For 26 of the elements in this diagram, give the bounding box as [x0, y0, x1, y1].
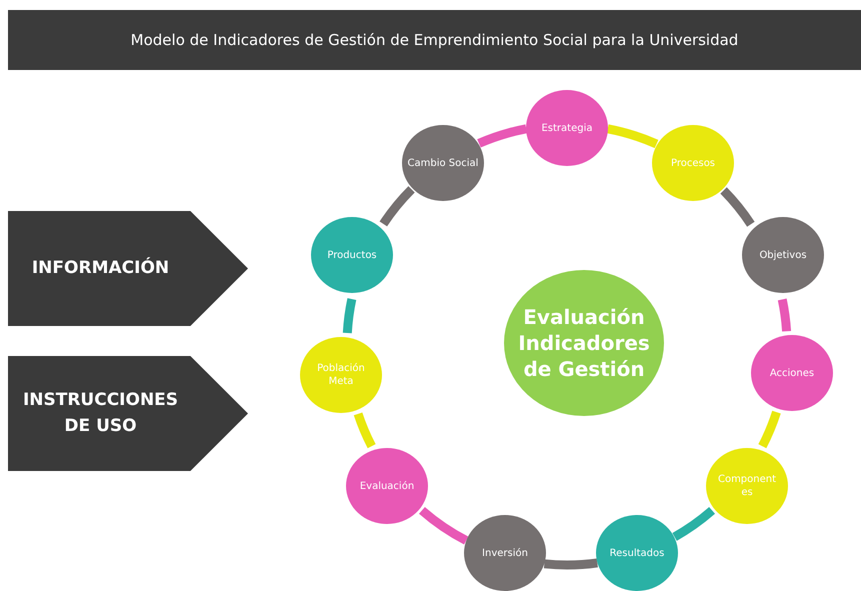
circle-label: Estrategia — [541, 122, 592, 134]
circle-label: Componentes — [717, 473, 777, 499]
ring-arc — [419, 506, 468, 544]
title: Modelo de Indicadores de Gestión de Emprendimiento Social para la Universidad — [130, 31, 738, 49]
ring-arc — [672, 506, 715, 541]
ring-arc — [544, 558, 598, 570]
section-label: INFORMACIÓN — [30, 256, 170, 280]
circle-label: Inversión — [482, 546, 528, 560]
circle-label: Población Meta — [316, 362, 366, 388]
circle-label: Evaluación — [360, 480, 414, 492]
ring-arc — [380, 186, 415, 226]
circle-label: Acciones — [770, 366, 814, 380]
ring-arc — [758, 410, 781, 448]
circle-label: Cambio Social — [408, 156, 478, 170]
section-label: INSTRUCCIONES DE USO — [22, 389, 180, 438]
ring-arc — [606, 124, 658, 148]
circle-label: Procesos — [670, 156, 716, 170]
circle-label: Objetivos — [759, 248, 807, 262]
center-label: Evaluación Indicadores de Gestión — [517, 304, 651, 382]
ring-arc — [778, 298, 792, 332]
circle-label: Resultados — [610, 546, 664, 560]
ring-arc — [477, 124, 528, 148]
ring-arc — [354, 412, 376, 448]
ring-arc — [720, 187, 755, 227]
ring-arc — [342, 298, 356, 334]
circle-label: Productos — [327, 248, 377, 262]
